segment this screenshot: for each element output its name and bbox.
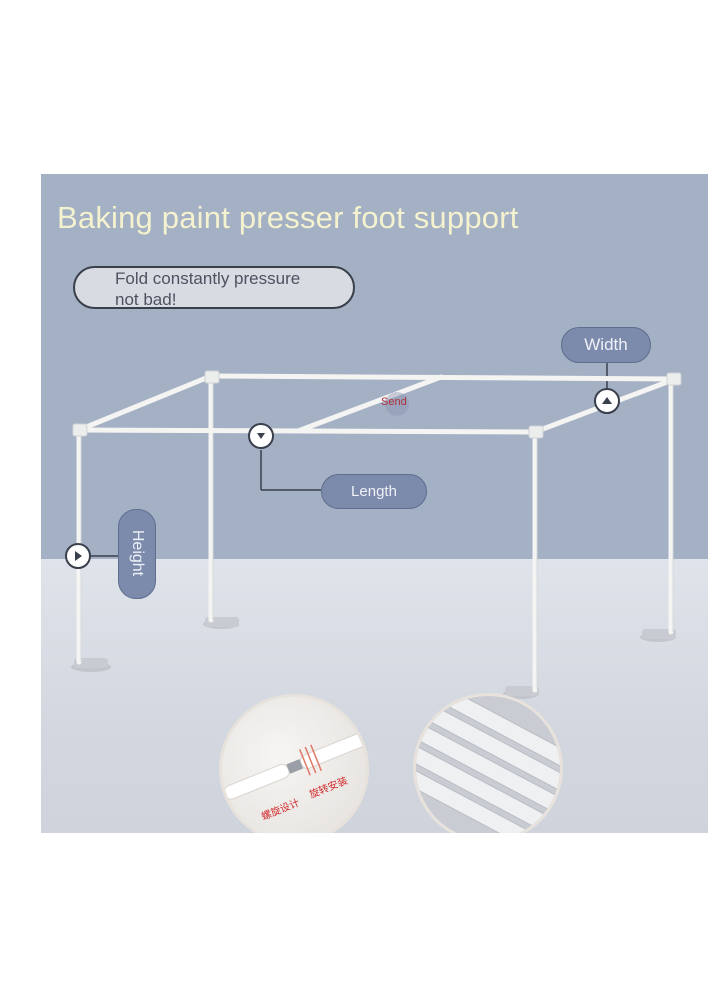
note-line-2: not bad! [115,290,177,309]
floor-background [41,559,708,833]
page-title: Baking paint presser foot support [57,200,519,235]
send-label: Send [381,396,407,408]
product-image-panel: Baking paint presser foot support Fold c… [41,174,708,833]
height-marker-icon [65,543,91,569]
length-marker-icon [248,423,274,449]
tube-detail-inset [413,693,563,833]
note-line-1: Fold constantly pressure [115,269,301,288]
height-label-text: Height [129,529,146,577]
length-label: Length [321,474,427,509]
send-highlight [385,392,409,416]
spiral-detail-inset: 螺旋设计 旋转安装 [219,694,369,833]
height-label: Height [118,509,156,599]
width-label: Width [561,327,651,363]
bed-frame-illustration [71,361,682,699]
width-marker-icon [594,388,620,414]
note-bubble: Fold constantly pressure not bad! [73,266,355,309]
